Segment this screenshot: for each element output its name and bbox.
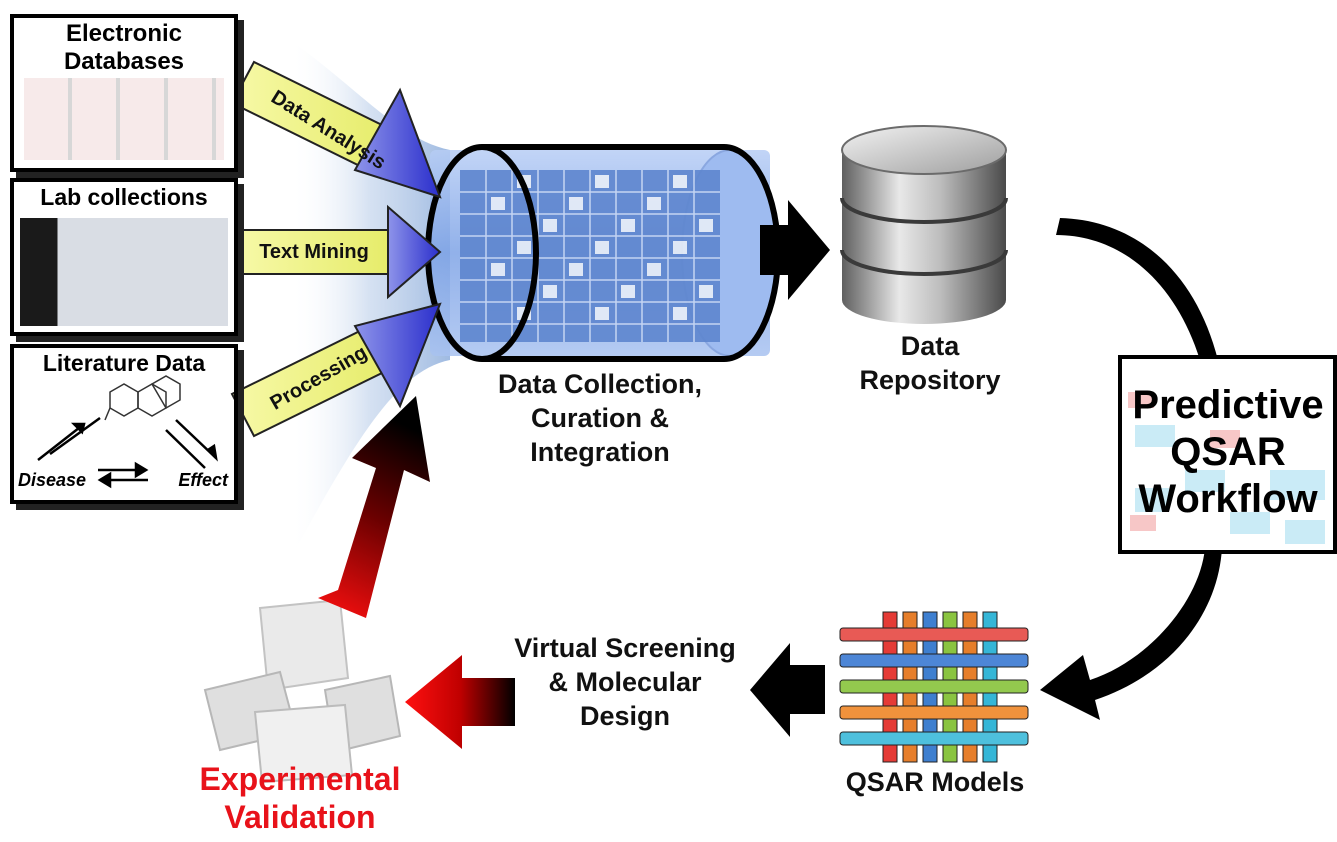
arrow-data-analysis [230, 60, 442, 199]
experimental-validation-line-2: Validation [224, 799, 376, 836]
virtual-screening-line-3: Design [579, 700, 671, 731]
assay-plates-image [203, 598, 402, 784]
workflow-line-1: Predictive [1132, 383, 1324, 427]
database-thumbnail [24, 78, 224, 160]
curve-to-workflow [1056, 218, 1218, 360]
experimental-validation-line-1: Experimental [199, 761, 401, 797]
disease-label: Disease [18, 470, 87, 490]
data-collection-line-3: Integration [530, 436, 670, 467]
data-collection-line-1: Data Collection, [497, 369, 703, 399]
qsar-models-icon [839, 611, 1029, 763]
data-repository-label: Data Repository [840, 330, 1020, 398]
experimental-validation-label: Experimental Validation [170, 760, 430, 837]
literature-data-label: Literature Data [42, 350, 206, 376]
electronic-databases-box: Electronic Databases [10, 14, 238, 172]
workflow-box [1118, 355, 1337, 554]
virtual-screening-line-2: & Molecular [548, 666, 702, 697]
workflow-label: Predictive QSAR Workflow [1122, 382, 1334, 524]
file-grid [460, 170, 720, 342]
lab-collections-box: Lab collections [10, 178, 238, 336]
lab-collections-label: Lab collections [40, 184, 208, 210]
arrow-text-mining [235, 204, 442, 300]
arrow-to-collection [318, 396, 430, 618]
lab-screenshot-thumbnail [20, 218, 228, 326]
data-repository-line-1: Data [900, 331, 960, 361]
arrow-to-repository [760, 200, 830, 300]
database-icon [840, 125, 1008, 324]
electronic-databases-label: Electronic Databases [63, 20, 185, 75]
data-repository-line-2: Repository [859, 364, 1001, 395]
literature-data-box: Literature Data Disease Effect [10, 344, 238, 504]
arrow-to-screening [750, 643, 825, 737]
text-mining-label: Text Mining [259, 241, 369, 263]
data-collection-line-2: Curation & [531, 402, 669, 433]
data-collection-label: Data Collection, Curation & Integration [455, 368, 745, 469]
arrow-processing [230, 302, 442, 438]
data-collection-cylinder [425, 144, 781, 362]
reaction-arrows [37, 416, 218, 489]
effect-label: Effect [178, 470, 228, 490]
virtual-screening-line-1: Virtual Screening [514, 633, 736, 663]
workflow-line-2: QSAR [1170, 430, 1286, 475]
workflow-line-3: Workflow [1138, 477, 1318, 522]
curve-to-models [1040, 548, 1222, 720]
qsar-models-label: QSAR Models [845, 767, 1025, 797]
molecule-sketch [104, 375, 181, 421]
virtual-screening-label: Virtual Screening & Molecular Design [490, 632, 760, 733]
arrow-to-validation [405, 655, 515, 749]
